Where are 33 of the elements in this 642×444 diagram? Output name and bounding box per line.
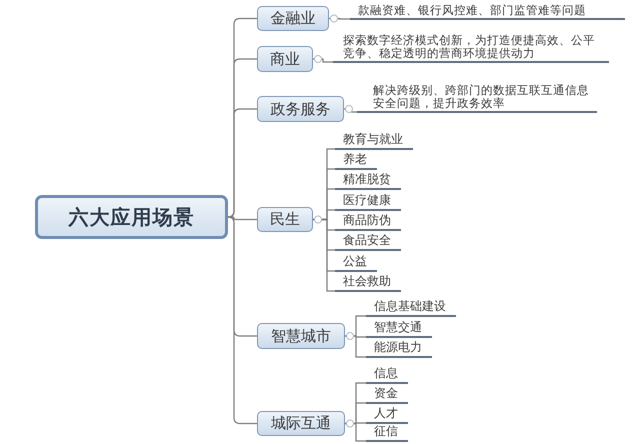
- branch-topic: 智慧城市: [257, 323, 345, 349]
- leaf-topic: 信息: [366, 366, 408, 384]
- leaf-topic: 教育与就业: [335, 132, 413, 150]
- connector-line: [345, 422, 366, 442]
- leaf-topic: 精准脱贫: [335, 172, 401, 190]
- connector-line: [344, 108, 357, 113]
- leaf-topic: 养老: [335, 152, 377, 170]
- description-topic: 解决跨级别、跨部门的数据互联互通信息安全问题，提升政务效率: [357, 84, 597, 113]
- leaf-topic: 资金: [366, 386, 408, 404]
- connector-line: [227, 108, 257, 218]
- connector-line: [227, 216, 257, 424]
- leaf-topic: 社会救助: [335, 274, 401, 292]
- branch-topic: 金融业: [257, 6, 329, 31]
- central-topic: 六大应用场景: [35, 195, 228, 239]
- leaf-topic: 能源电力: [366, 340, 432, 358]
- leaf-topic: 智慧交通: [366, 320, 432, 338]
- connector-line: [345, 335, 366, 358]
- leaf-topic: 人才: [366, 406, 408, 424]
- connector-line: [329, 18, 350, 20]
- leaf-topic: 信息基础建设: [366, 299, 456, 317]
- branch-topic: 民生: [257, 207, 313, 232]
- leaf-topic: 医疗健康: [335, 193, 401, 211]
- description-topic: 款融资难、银行风控难、部门监管难等问题: [350, 4, 625, 20]
- leaf-topic: 食品安全: [335, 233, 401, 251]
- connector-line: [313, 58, 333, 63]
- leaf-topic: 征信: [366, 424, 408, 442]
- branch-topic: 商业: [257, 46, 313, 72]
- leaf-topic: 商品防伪: [335, 213, 401, 231]
- leaf-topic: 公益: [335, 254, 377, 272]
- branch-topic: 政务服务: [257, 96, 344, 122]
- branch-topic: 城际互通: [257, 411, 345, 436]
- connector-line: [228, 216, 257, 220]
- description-topic: 探索数字经济模式创新，为打造便捷高效、公平竞争、稳定透明的营商环境提供动力: [333, 34, 609, 63]
